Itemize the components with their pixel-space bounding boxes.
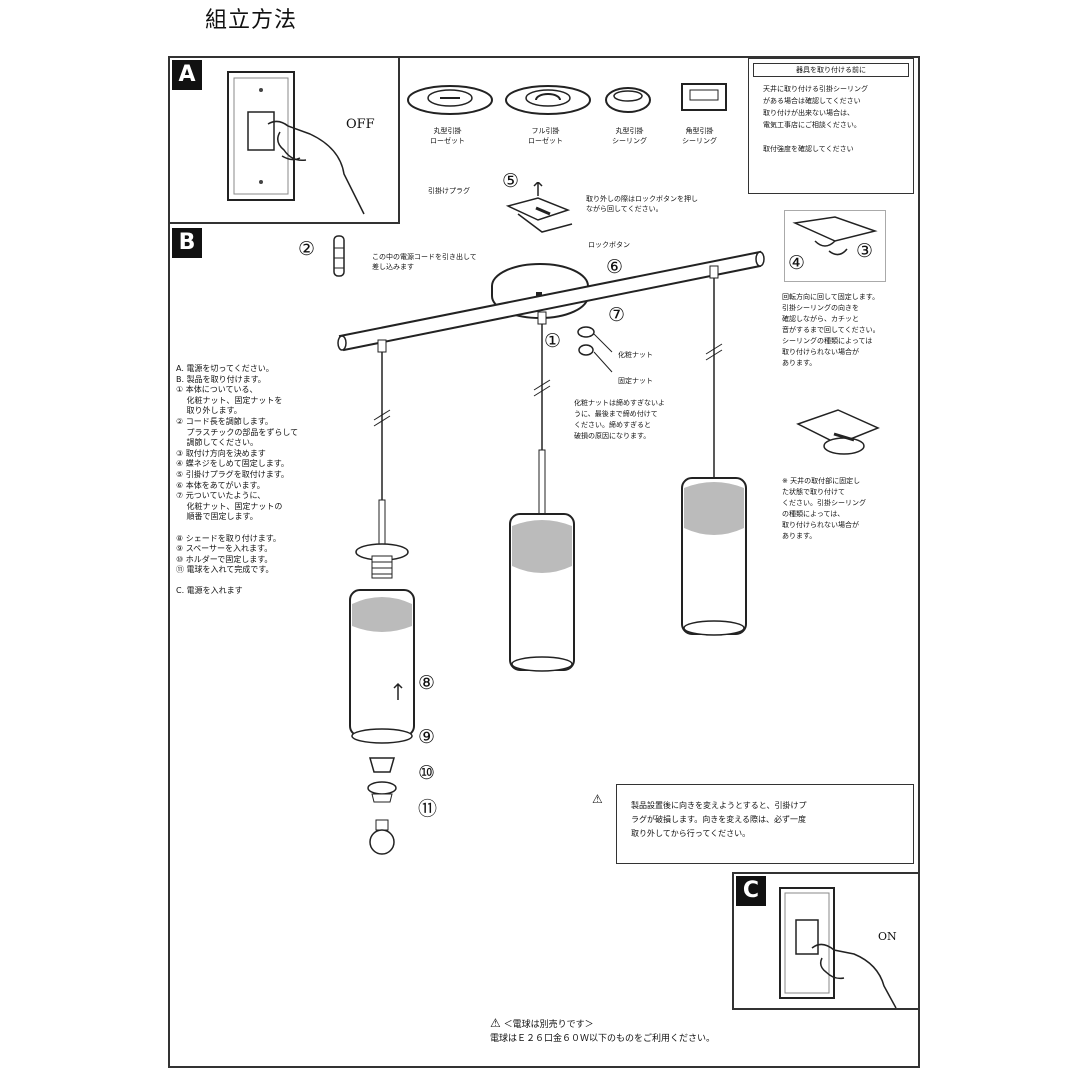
note-heading: 器具を取り付ける前に xyxy=(753,63,909,77)
section-label-c: C xyxy=(736,876,766,906)
pre-install-note: 器具を取り付ける前に 天井に取り付ける引掛シーリングがある場合は確認してください… xyxy=(748,58,914,194)
bottom-warning: ⚠ ＜電球は別売りです＞ 電球はＥ２６口金６０Ｗ以下のものをご利用ください。 xyxy=(490,1016,716,1044)
right-note-2: ※ 天井の取付部に固定した状態で取り付けてください。引掛シーリングの種類によって… xyxy=(782,477,866,540)
step-number-3: ③ xyxy=(856,240,874,262)
ceiling-type-2: フル引掛ローゼット xyxy=(528,127,563,145)
switch-on-icon xyxy=(779,887,897,1008)
plug-label: 引掛けプラグ xyxy=(428,187,470,195)
warning-icon: ⚠ xyxy=(592,792,603,806)
panel-a: A OFF xyxy=(168,56,400,224)
nut-note: 化粧ナットは締めすぎないように、最後まで締め付けてください。締めすぎると破損の原… xyxy=(574,399,665,440)
ceiling-mount-detail-icon xyxy=(796,409,880,455)
step-number-7: ⑦ xyxy=(608,304,626,326)
step-number-5-top: ⑤ xyxy=(502,170,520,192)
page-title: 組立方法 xyxy=(205,8,298,33)
step-number-8: ⑧ xyxy=(418,672,436,694)
note-lines: 天井に取り付ける引掛シーリングがある場合は確認してください取り付けが出来ない場合… xyxy=(763,85,868,153)
ceiling-type-4: 角型引掛シーリング xyxy=(682,127,717,145)
step-number-4: ④ xyxy=(788,252,806,274)
switch-off-label: OFF xyxy=(346,117,375,132)
nut-label-1: 化粧ナット xyxy=(618,351,653,359)
step-number-9: ⑨ xyxy=(418,726,436,748)
section-label-a: A xyxy=(172,60,202,90)
switch-off-icon xyxy=(227,71,365,215)
step-number-11: ⑪ xyxy=(418,798,438,820)
panel-c: C ON xyxy=(732,872,920,1010)
steps-list: A. 電源を切ってください。B. 製品を取り付けます。① 本体についている、 化… xyxy=(176,364,299,596)
ceiling-type-3: 丸型引掛シーリング xyxy=(612,127,647,145)
ceiling-type-1: 丸型引掛ローゼット xyxy=(430,127,465,145)
nut-label-2: 固定ナット xyxy=(618,377,653,385)
lock-label: ロックボタン xyxy=(588,241,630,249)
plug-icon xyxy=(505,182,573,233)
screw-note: この中の電源コードを引き出して差し込みます xyxy=(372,253,477,271)
right-note-1: 回転方向に回して固定します。引掛シーリングの向きを確認しながら、カチッと音がする… xyxy=(782,293,880,367)
bulb-warning-icon: ⚠ xyxy=(490,1016,501,1030)
ceiling-types-icons xyxy=(407,83,727,115)
switch-on-label: ON xyxy=(878,930,897,943)
diagram-frame xyxy=(168,56,920,1068)
step-number-2: ② xyxy=(298,238,316,260)
step-number-6: ⑥ xyxy=(606,256,624,278)
warning-box: 製品設置後に向きを変えようとすると、引掛けプラグが破損します。向きを変える際は、… xyxy=(616,784,914,864)
plug-note: 取り外しの際はロックボタンを押しながら回してください。 xyxy=(586,195,698,213)
step-number-1: ① xyxy=(544,330,562,352)
warning-text: 製品設置後に向きを変えようとすると、引掛けプラグが破損します。向きを変える際は、… xyxy=(631,801,807,838)
rotation-icon xyxy=(792,216,878,256)
section-label-b: B xyxy=(172,228,202,258)
step-number-10: ⑩ xyxy=(418,762,436,784)
rotation-detail xyxy=(784,210,886,282)
